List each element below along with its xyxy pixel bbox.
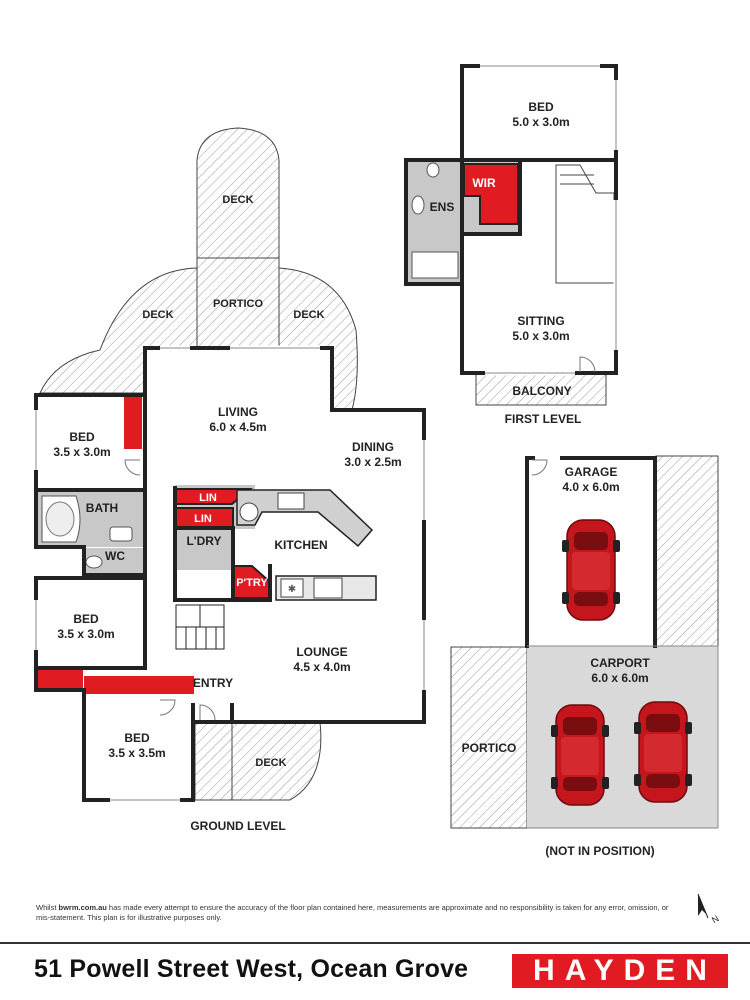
wc-label: WC bbox=[105, 549, 125, 563]
deck-top-label: DECK bbox=[222, 194, 253, 206]
ens-label: ENS bbox=[430, 200, 455, 214]
sitting-name: SITTING bbox=[517, 314, 564, 328]
portico-side-area bbox=[450, 646, 528, 829]
garage-walls bbox=[525, 456, 657, 648]
bed2-size: 3.5 x 3.0m bbox=[57, 627, 114, 641]
north-arrow-icon: N bbox=[697, 893, 721, 925]
bath-label: BATH bbox=[86, 501, 118, 515]
compass-letter: N bbox=[710, 913, 721, 925]
kitchen-label: KITCHEN bbox=[274, 538, 327, 552]
ground-stairs bbox=[175, 604, 225, 650]
garage-side-hatch bbox=[655, 455, 719, 647]
bed2-name: BED bbox=[73, 612, 99, 626]
sitting-size: 5.0 x 3.0m bbox=[512, 329, 569, 343]
laundry-label: L'DRY bbox=[186, 534, 221, 548]
balcony-label: BALCONY bbox=[512, 384, 571, 398]
property-address: 51 Powell Street West, Ocean Grove bbox=[34, 955, 469, 983]
deck-left-area bbox=[39, 267, 198, 394]
living-size: 6.0 x 4.5m bbox=[209, 420, 266, 434]
footer-divider bbox=[0, 942, 750, 944]
portico-side-label: PORTICO bbox=[462, 741, 517, 755]
fan-icon: ✱ bbox=[288, 584, 296, 595]
carport-size: 6.0 x 6.0m bbox=[591, 671, 648, 685]
living-name: LIVING bbox=[218, 405, 258, 419]
deck-left-label: DECK bbox=[142, 309, 173, 321]
lounge-name: LOUNGE bbox=[296, 645, 347, 659]
ground-level-title: GROUND LEVEL bbox=[190, 819, 285, 833]
deck-right-label: DECK bbox=[293, 309, 324, 321]
dining-name: DINING bbox=[352, 440, 394, 454]
first-level-title: FIRST LEVEL bbox=[505, 412, 582, 426]
portico-front-area bbox=[196, 257, 280, 349]
carport-name: CARPORT bbox=[590, 656, 650, 670]
bed-upper-name: BED bbox=[528, 100, 554, 114]
car-carport-left-icon bbox=[550, 704, 610, 806]
garage-name: GARAGE bbox=[565, 465, 618, 479]
upper-stairs bbox=[555, 164, 615, 284]
wir-label: WIR bbox=[472, 176, 496, 190]
entry-label: ENTRY bbox=[193, 676, 233, 690]
bed-upper-size: 5.0 x 3.0m bbox=[512, 115, 569, 129]
bed3-size: 3.5 x 3.5m bbox=[108, 746, 165, 760]
hayden-logo: HAYDEN bbox=[512, 954, 728, 988]
bed1-name: BED bbox=[69, 430, 95, 444]
deck-bottom-area bbox=[194, 721, 322, 801]
car-carport-right-icon bbox=[633, 701, 693, 803]
bed1-size: 3.5 x 3.0m bbox=[53, 445, 110, 459]
balcony-area bbox=[475, 372, 607, 406]
dining-size: 3.0 x 2.5m bbox=[344, 455, 401, 469]
pantry-label: P'TRY bbox=[236, 577, 268, 589]
lin1-label: LIN bbox=[199, 492, 217, 504]
bed3-name: BED bbox=[124, 731, 150, 745]
disclaimer-brand: bwrm.com.au bbox=[58, 903, 107, 912]
deck-right-area bbox=[278, 267, 358, 411]
car-garage-icon bbox=[561, 519, 621, 621]
deck-top-area bbox=[196, 127, 280, 259]
garage-size: 4.0 x 6.0m bbox=[562, 480, 619, 494]
disclaimer-text: Whilst bwrm.com.au has made every attemp… bbox=[36, 903, 669, 922]
lounge-size: 4.5 x 4.0m bbox=[293, 660, 350, 674]
deck-bottom-label: DECK bbox=[255, 757, 286, 769]
portico-front-label: PORTICO bbox=[213, 298, 264, 310]
lin2-label: LIN bbox=[194, 513, 212, 525]
not-in-position-note: (NOT IN POSITION) bbox=[545, 844, 654, 858]
